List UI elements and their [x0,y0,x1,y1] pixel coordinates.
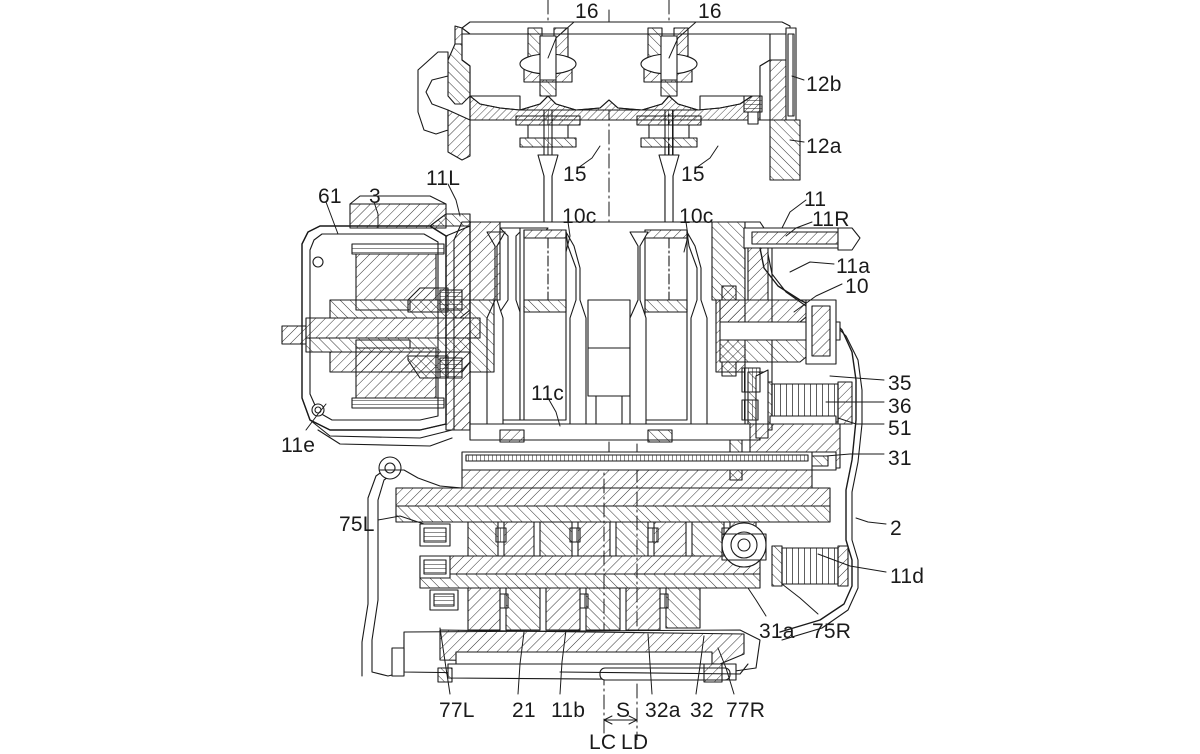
ref-label-12a: 12a [806,135,842,158]
ref-label-61: 61 [318,185,342,208]
ref-label-31a: 31a [759,620,795,643]
axis-label-LD: LD [621,731,649,754]
ref-label-10c-right: 10c [679,205,714,228]
transmission-shafts-and-gears [395,451,849,631]
ref-label-51: 51 [888,417,912,440]
leader-lines [305,21,887,695]
bearing-right [721,522,767,568]
ref-label-11: 11 [804,188,827,211]
piston-right [644,229,688,421]
gear-row-lower [467,587,701,631]
ref-label-11L: 11L [426,167,461,190]
ref-label-35: 35 [888,372,912,395]
gear-row-upper [467,521,757,557]
ref-label-2: 2 [890,517,902,540]
ref-label-11b: 11b [551,699,586,722]
ref-label-11e: 11e [281,434,316,457]
piston-left [523,229,567,421]
ref-label-32a: 32a [645,699,681,722]
ref-label-16-right: 16 [698,0,722,23]
motor-generator-unit [281,195,481,447]
ref-label-77L: 77L [439,699,475,722]
ref-label-31: 31 [888,447,912,470]
dimension-s [603,715,638,725]
valve-train-left [515,27,581,223]
ref-label-10c-left: 10c [562,205,597,228]
ref-label-15-right: 15 [681,163,705,186]
ref-label-11c: 11c [531,382,564,405]
ref-label-11d: 11d [890,565,925,588]
ref-label-16-left: 16 [575,0,599,23]
bearing-left [419,523,459,611]
ref-label-75L: 75L [339,513,375,536]
ref-label-36: 36 [888,395,912,418]
ref-label-11R: 11R [812,208,850,231]
ref-label-3: 3 [369,185,381,208]
ref-label-32: 32 [690,699,714,722]
ref-label-77R: 77R [726,699,766,722]
axis-label-LC: LC [589,731,617,754]
ref-label-12b: 12b [806,73,842,96]
ref-label-75R: 75R [812,620,852,643]
ref-label-21: 21 [512,699,536,722]
dimension-label-S: S [616,699,631,722]
ref-label-15-left: 15 [563,163,587,186]
drawing-geometry [281,0,887,740]
cylinder-head-assembly [417,21,801,223]
ref-label-11a: 11a [836,255,871,278]
ref-label-10: 10 [845,275,869,298]
